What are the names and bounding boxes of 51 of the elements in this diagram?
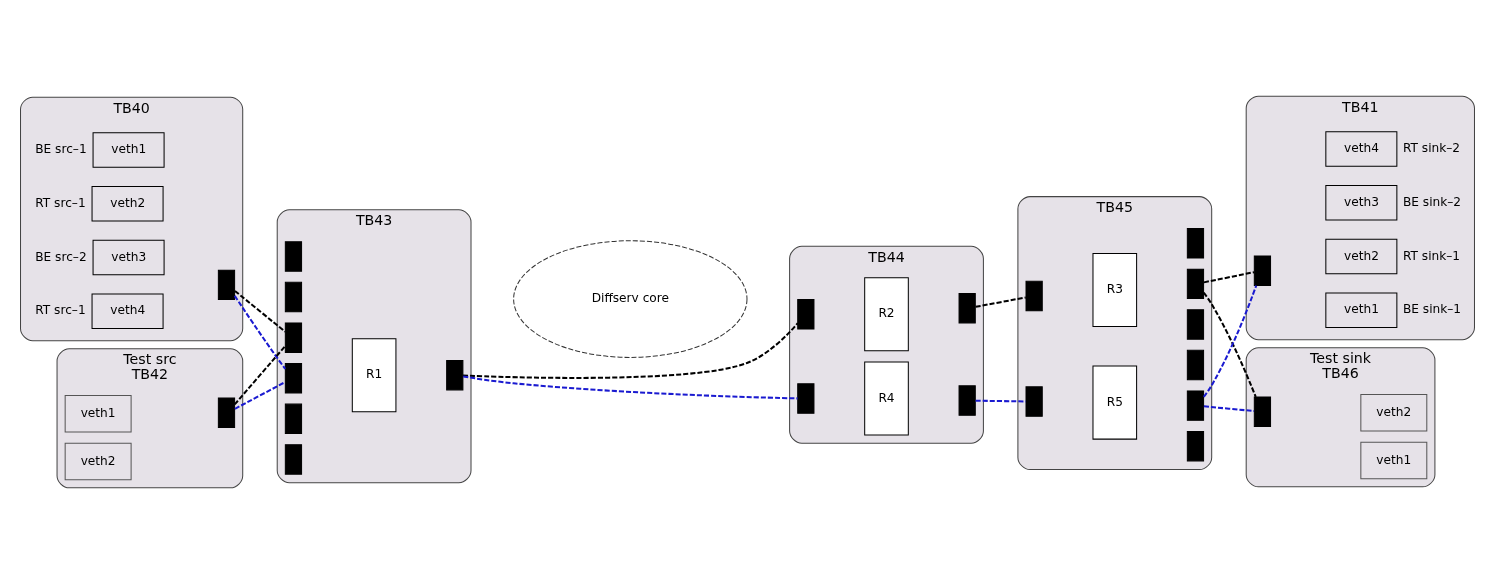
node-box (1186, 349, 1205, 381)
node-box (1253, 255, 1272, 286)
node-box (1186, 228, 1205, 259)
node-label: BE sink–1 (1402, 302, 1462, 317)
connector (975, 399, 1026, 403)
node-box (1186, 268, 1205, 300)
node-box (1186, 390, 1205, 421)
node-box: veth1 (1360, 441, 1428, 480)
node-label: BE src–1 (35, 142, 87, 157)
node-box (284, 241, 303, 272)
node-label: BE sink–2 (1402, 194, 1462, 209)
node-box (284, 363, 303, 394)
connector (1203, 405, 1255, 413)
node-box: veth2 (1360, 393, 1428, 432)
connector (233, 345, 286, 406)
node-box (1025, 280, 1043, 312)
connector (975, 296, 1026, 308)
node-label: RT sink–1 (1402, 248, 1461, 263)
node-box (1186, 431, 1205, 462)
node-box: veth1 (64, 395, 132, 433)
node-box: R2 (864, 277, 909, 352)
connector (233, 295, 287, 370)
node-box (284, 322, 303, 353)
connector (463, 375, 798, 400)
node-box (217, 269, 236, 301)
node-box: R3 (1092, 252, 1138, 327)
node-box (284, 444, 303, 475)
connector (234, 290, 286, 333)
node-ellipse: Diffserv core (513, 240, 748, 358)
node-box: R4 (864, 361, 909, 436)
node-box (1025, 386, 1043, 417)
node-box: R5 (1092, 365, 1138, 440)
node-box: R1 (351, 338, 397, 413)
connector (1203, 271, 1255, 284)
node-box (1186, 309, 1205, 340)
node-box (958, 385, 976, 416)
node-label: RT sink–2 (1402, 141, 1461, 156)
node-label: RT src–1 (35, 195, 86, 210)
node-box (797, 299, 815, 330)
node-box (217, 397, 236, 428)
node-box (284, 403, 303, 435)
node-label: BE src–2 (35, 249, 87, 264)
connector (234, 381, 286, 410)
node-box (446, 360, 464, 391)
node-box (958, 293, 976, 324)
node-box (797, 383, 815, 414)
node-box (1253, 396, 1272, 427)
node-box (284, 281, 303, 313)
node-box: veth2 (64, 442, 132, 481)
node-label: RT src–1 (35, 303, 86, 318)
connector (463, 322, 799, 379)
